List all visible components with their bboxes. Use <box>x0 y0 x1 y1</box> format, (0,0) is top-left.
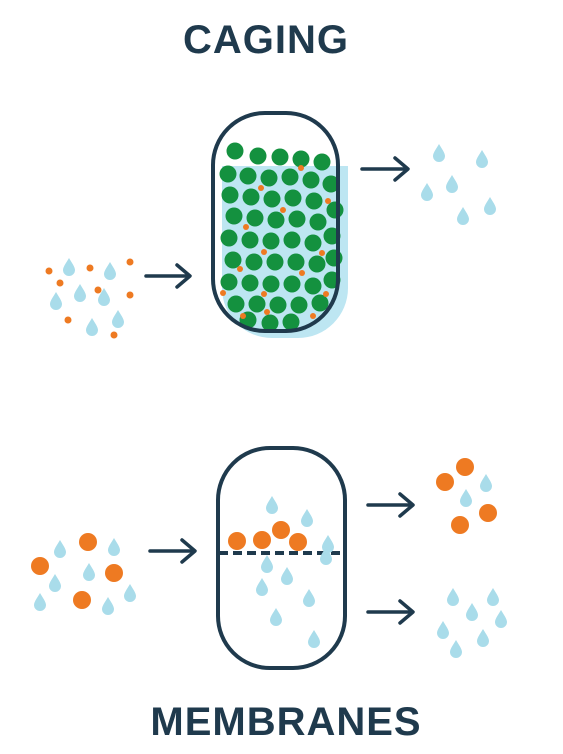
membranes-section <box>31 446 507 670</box>
water-drop-icon <box>487 588 499 606</box>
water-drop-icon <box>484 197 496 215</box>
water-drop-icon <box>281 567 293 585</box>
water-drop-icon <box>49 574 61 592</box>
water-drop-icon <box>50 292 62 310</box>
water-drop-icon <box>421 183 433 201</box>
water-drop-icon <box>108 538 120 556</box>
water-drop-icon <box>495 610 507 628</box>
membrane-vessel-water <box>256 496 334 648</box>
arrow-head <box>175 263 192 289</box>
water-drop-icon <box>104 262 116 280</box>
caging-section <box>45 111 496 339</box>
caging-title: CAGING <box>183 18 349 62</box>
water-drop-icon <box>112 310 124 328</box>
water-drop-icon <box>437 621 449 639</box>
water-drop-icon <box>63 258 75 276</box>
water-drop-icon <box>256 578 268 596</box>
water-drop-icon <box>102 597 114 615</box>
water-drop-icon <box>266 496 278 514</box>
green-beads <box>219 142 344 332</box>
water-drop-icon <box>270 608 282 626</box>
water-drop-icon <box>446 175 458 193</box>
water-drop-icon <box>433 144 445 162</box>
membranes-title: MEMBRANES <box>150 700 422 744</box>
water-drop-icon <box>447 588 459 606</box>
water-drop-icon <box>477 629 489 647</box>
water-drop-icon <box>86 318 98 336</box>
orange-particle <box>94 286 102 294</box>
water-drop-icon <box>457 207 469 225</box>
orange-particle <box>56 279 64 287</box>
water-drop-icon <box>74 284 86 302</box>
water-drop-icon <box>303 589 315 607</box>
orange-particle <box>64 316 72 324</box>
orange-particle <box>126 258 134 266</box>
orange-particle <box>456 458 474 476</box>
arrow-head <box>393 156 410 182</box>
membranes-input-mixture <box>31 533 136 615</box>
water-drop-icon <box>460 489 472 507</box>
water-drop-icon <box>34 593 46 611</box>
caging-vessel <box>211 111 340 333</box>
orange-particle <box>73 591 91 609</box>
orange-particle <box>436 473 454 491</box>
caged-orange-particles <box>220 165 331 319</box>
orange-particle <box>79 533 97 551</box>
water-drop-icon <box>124 584 136 602</box>
water-drop-icon <box>480 474 492 492</box>
caging-output-water <box>421 144 496 225</box>
water-drop-icon <box>476 150 488 168</box>
water-drop-icon <box>308 630 320 648</box>
water-drop-icon <box>450 640 462 658</box>
orange-particle <box>451 516 469 534</box>
membranes-output-permeate <box>437 588 507 658</box>
retained-orange-particles <box>228 521 307 551</box>
water-drop-icon <box>301 509 313 527</box>
arrow-head <box>398 599 415 625</box>
orange-particle <box>479 504 497 522</box>
water-drop-icon <box>261 555 273 573</box>
orange-particle <box>126 291 134 299</box>
orange-particle <box>31 557 49 575</box>
water-drop-icon <box>54 540 66 558</box>
orange-particle <box>105 564 123 582</box>
membranes-output-concentrate <box>436 458 497 534</box>
water-drop-icon <box>83 563 95 581</box>
arrow-head <box>180 538 197 564</box>
water-drop-icon <box>466 603 478 621</box>
orange-particle <box>110 331 118 339</box>
caging-input-mixture <box>45 258 134 339</box>
orange-particle <box>86 264 94 272</box>
orange-particle <box>45 267 53 275</box>
arrow-head <box>398 492 415 518</box>
membrane-vessel <box>216 446 347 670</box>
